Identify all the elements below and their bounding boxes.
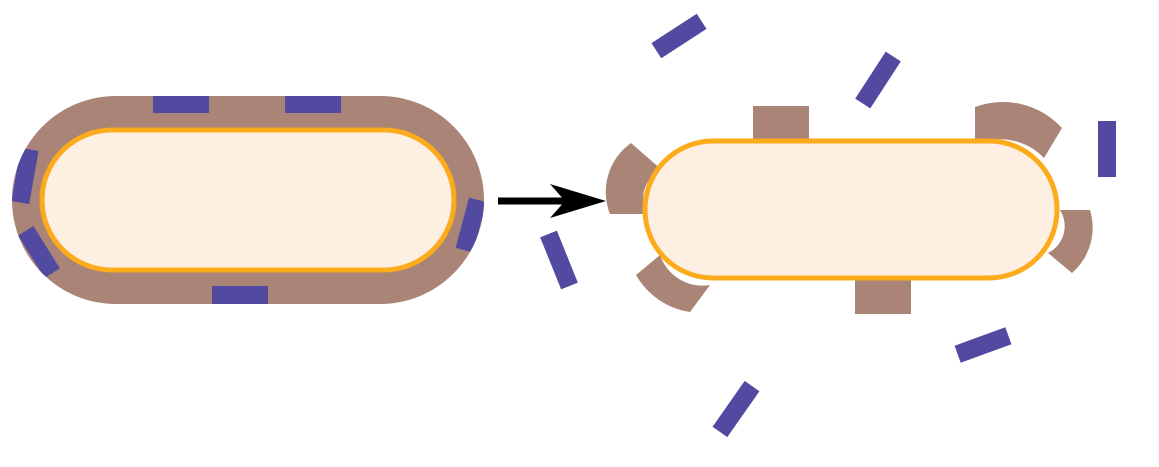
wall-fragment-right — [455, 197, 484, 253]
wall-piece-bottom-center — [855, 276, 911, 314]
released-fragment-5 — [954, 327, 1012, 363]
wall-fragment-bottom — [212, 286, 268, 304]
released-fragment-4 — [540, 230, 578, 290]
arrow-head — [550, 184, 606, 218]
wall-fragment-left-upper — [12, 147, 39, 205]
wall-piece-right — [1048, 210, 1093, 273]
wall-piece-bottom-left — [636, 255, 710, 312]
degraded-cell-membrane — [642, 138, 1060, 281]
intact-cell — [12, 96, 484, 304]
released-fragment-6 — [712, 380, 760, 438]
wall-fragment-left-lower — [18, 226, 60, 278]
released-fragment-2 — [855, 51, 901, 109]
wall-fragment-top-2 — [285, 96, 341, 113]
released-fragment-3 — [1098, 121, 1116, 177]
arrow-right-icon — [498, 184, 606, 218]
released-fragments — [540, 13, 1116, 438]
released-fragment-1 — [651, 13, 707, 59]
wall-piece-top-right — [975, 101, 1062, 158]
wall-fragment-top-1 — [153, 96, 209, 113]
intact-cell-membrane — [39, 127, 457, 273]
degraded-cell — [540, 13, 1116, 438]
wall-piece-left — [605, 143, 662, 214]
intact-wall-fragments — [12, 96, 484, 304]
